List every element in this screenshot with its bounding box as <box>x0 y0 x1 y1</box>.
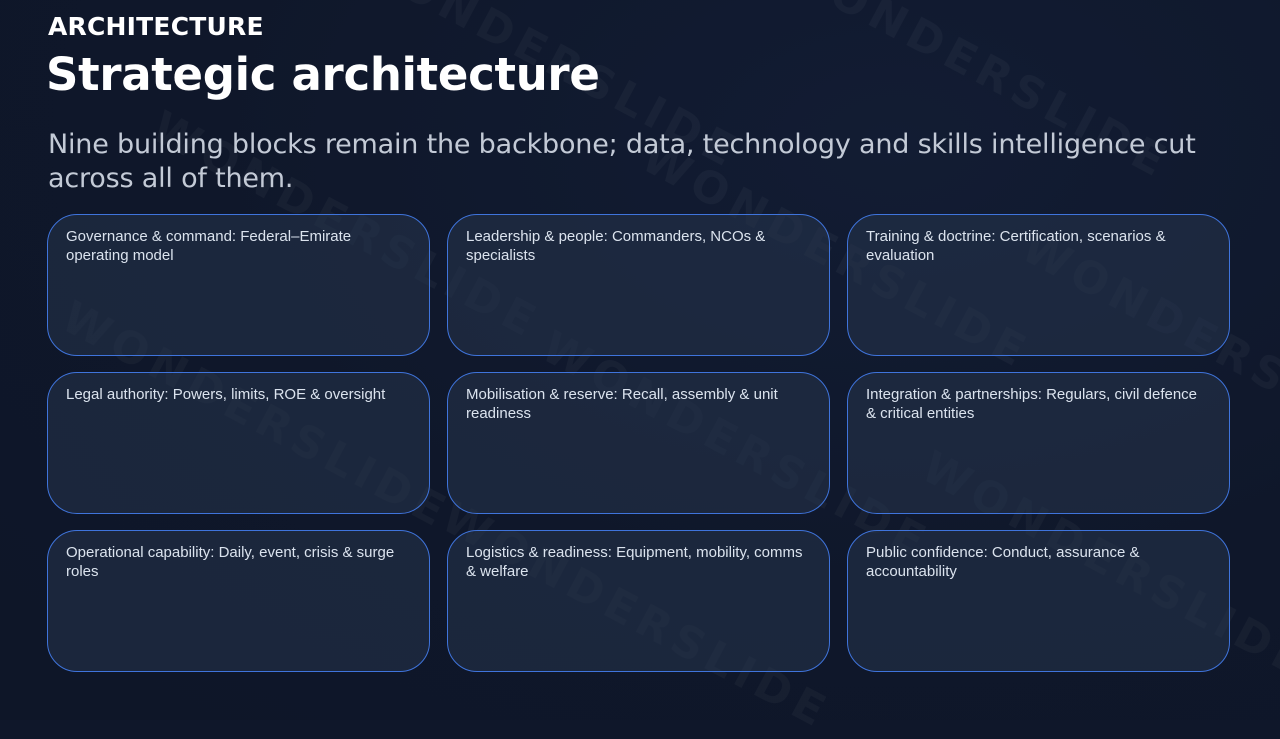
building-block-text: Public confidence: Conduct, assurance & … <box>866 544 1140 580</box>
building-block-card: Training & doctrine: Certification, scen… <box>847 214 1230 356</box>
building-block-text: Mobilisation & reserve: Recall, assembly… <box>466 386 778 422</box>
building-block-card: Leadership & people: Commanders, NCOs & … <box>447 214 830 356</box>
building-block-text: Operational capability: Daily, event, cr… <box>66 544 395 580</box>
building-blocks-grid: Governance & command: Federal–Emirate op… <box>47 214 1231 672</box>
building-block-card: Mobilisation & reserve: Recall, assembly… <box>447 372 830 514</box>
building-block-card: Operational capability: Daily, event, cr… <box>47 530 430 672</box>
building-block-text: Governance & command: Federal–Emirate op… <box>66 228 352 264</box>
building-block-text: Logistics & readiness: Equipment, mobili… <box>466 544 803 580</box>
building-block-text: Training & doctrine: Certification, scen… <box>866 228 1166 264</box>
building-block-text: Leadership & people: Commanders, NCOs & … <box>466 228 766 264</box>
building-block-card: Logistics & readiness: Equipment, mobili… <box>447 530 830 672</box>
building-block-card: Legal authority: Powers, limits, ROE & o… <box>47 372 430 514</box>
building-block-card: Integration & partnerships: Regulars, ci… <box>847 372 1230 514</box>
eyebrow-label: ARCHITECTURE <box>48 12 264 41</box>
building-block-card: Public confidence: Conduct, assurance & … <box>847 530 1230 672</box>
page-title: Strategic architecture <box>46 48 600 101</box>
building-block-text: Legal authority: Powers, limits, ROE & o… <box>66 386 386 403</box>
page-subtitle: Nine building blocks remain the backbone… <box>48 129 1196 194</box>
slide: WONDERSLIDE WONDERSLIDE WONDERSLIDE WOND… <box>0 0 1280 720</box>
building-block-text: Integration & partnerships: Regulars, ci… <box>866 386 1198 422</box>
building-block-card: Governance & command: Federal–Emirate op… <box>47 214 430 356</box>
